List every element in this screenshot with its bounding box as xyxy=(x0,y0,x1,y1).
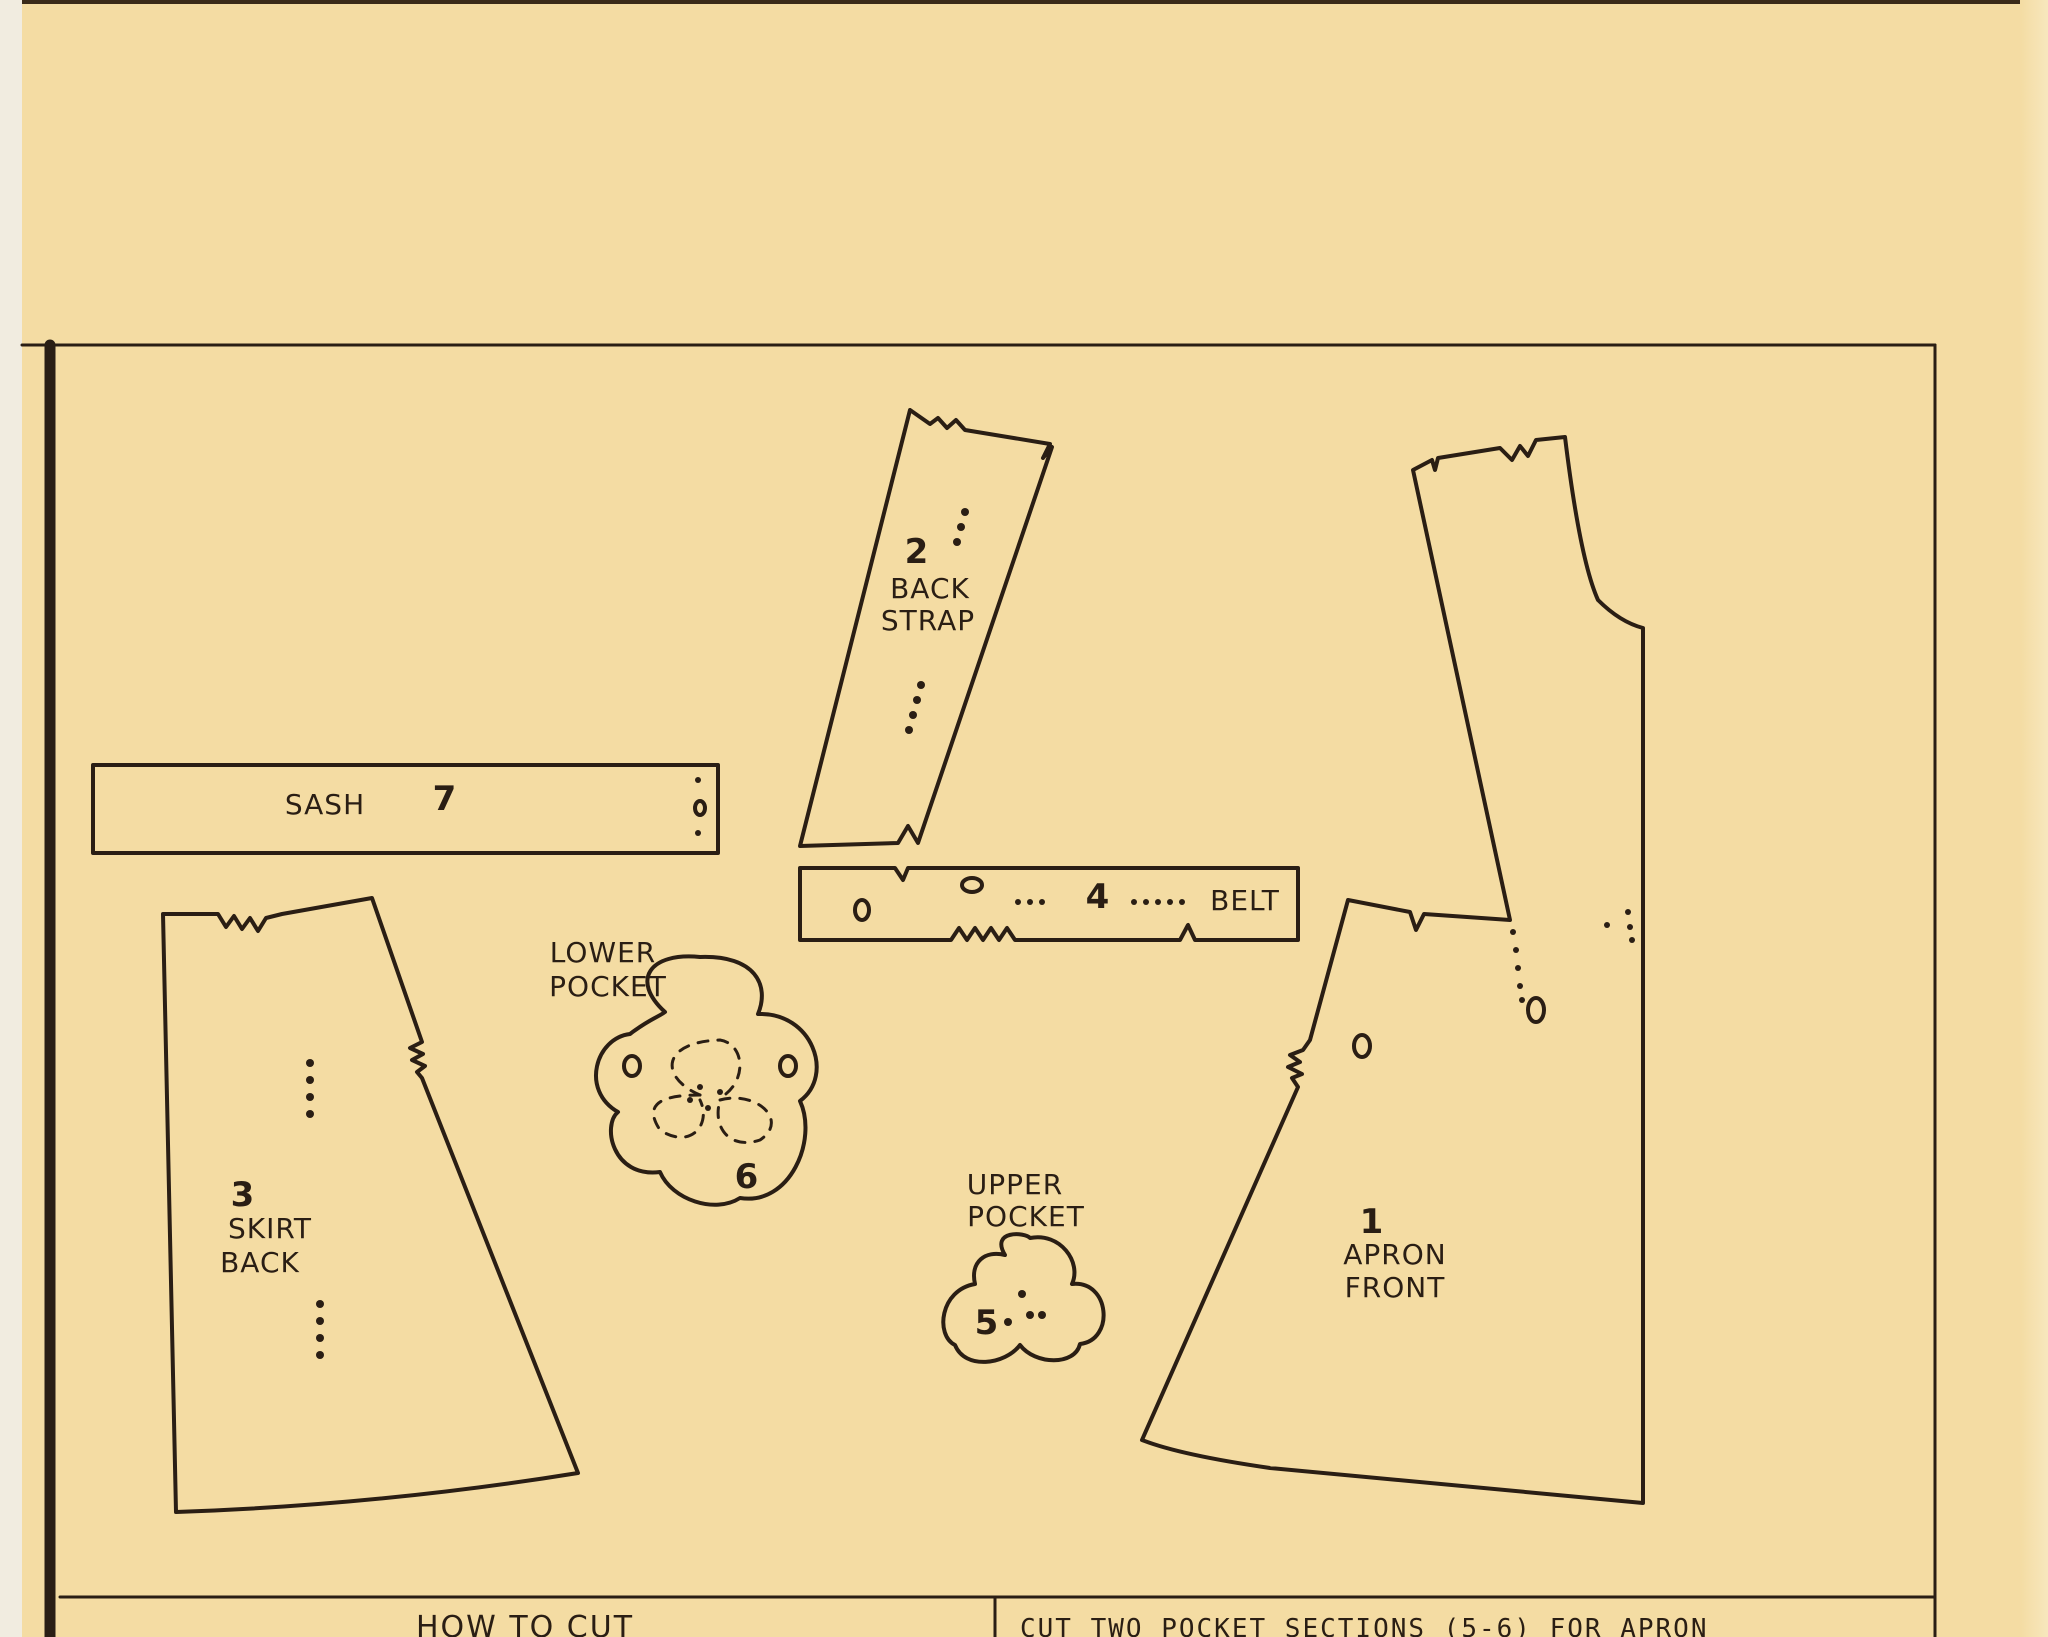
skirt-back-label-2: BACK xyxy=(220,1246,300,1279)
back-strap-label-1: BACK xyxy=(890,572,970,605)
skirt-back-label-1: SKIRT xyxy=(228,1212,312,1245)
sash-marks xyxy=(693,777,707,836)
back-strap-number: 2 xyxy=(904,532,930,572)
sash-number: 7 xyxy=(432,779,458,819)
how-to-cut-heading: HOW TO CUT xyxy=(415,1610,635,1637)
belt-label: BELT xyxy=(1210,884,1280,917)
apron-front-number: 1 xyxy=(1359,1202,1385,1242)
apron-front-label-2: FRONT xyxy=(1344,1271,1446,1304)
skirt-back-grainline xyxy=(306,1059,324,1359)
belt-piece xyxy=(798,866,1300,942)
left-paper-edge xyxy=(0,0,22,1637)
pocket-instructions-area: CUT TWO POCKET SECTIONS (5-6) FOR APRON xyxy=(1010,1600,2010,1637)
back-strap-label-2: STRAP xyxy=(880,604,976,637)
upper-pocket-piece xyxy=(941,1232,1106,1364)
right-paper-edge xyxy=(2020,0,2048,1637)
belt-marks xyxy=(853,876,1185,922)
belt-number: 4 xyxy=(1085,877,1111,917)
back-strap-grainline xyxy=(905,508,969,734)
lower-pocket-piece xyxy=(594,954,819,1207)
upper-pocket-label-2: POCKET xyxy=(967,1200,1085,1233)
skirt-back-piece xyxy=(161,896,580,1514)
lower-pocket-stitching xyxy=(652,1038,773,1144)
lower-pocket-label-2: POCKET xyxy=(549,970,667,1003)
apron-front-piece xyxy=(1140,435,1645,1505)
sash-piece xyxy=(91,763,720,855)
lower-pocket-label-1: LOWER xyxy=(549,936,657,969)
upper-pocket-marks xyxy=(1004,1290,1046,1326)
upper-pocket-label-1: UPPER xyxy=(966,1168,1064,1201)
sash-label: SASH xyxy=(284,788,366,821)
upper-pocket-number: 5 xyxy=(974,1303,1000,1343)
lower-pocket-number: 6 xyxy=(734,1157,760,1197)
top-border-line xyxy=(22,0,2020,4)
how-to-cut-heading-area: HOW TO CUT xyxy=(60,1600,990,1637)
lower-pocket-marks xyxy=(622,1054,798,1111)
back-strap-piece xyxy=(798,408,1054,848)
apron-front-label-1: APRON xyxy=(1343,1238,1447,1271)
skirt-back-number: 3 xyxy=(230,1175,256,1215)
apron-front-marks xyxy=(1352,909,1635,1059)
pocket-instructions-text: CUT TWO POCKET SECTIONS (5-6) FOR APRON xyxy=(1020,1614,1709,1637)
